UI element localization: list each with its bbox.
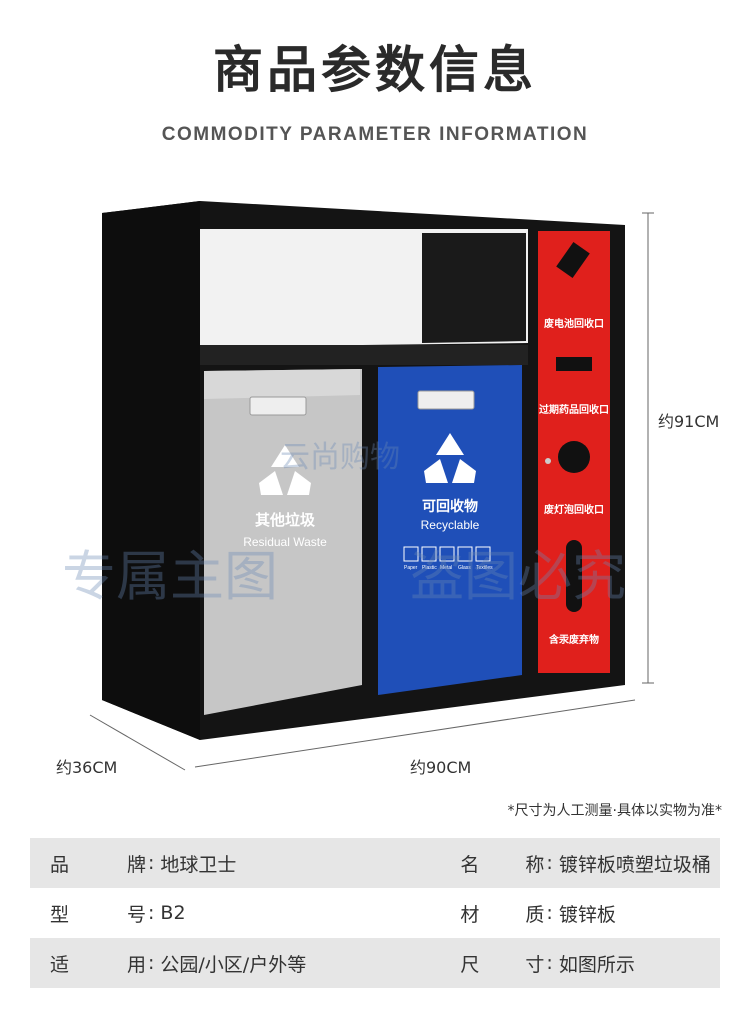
page-title: 商品参数信息 (213, 41, 537, 99)
spec-row: 适 用 : 公园/小区/户外等 尺 寸 : 如图所示 (30, 938, 720, 988)
spec-row: 型 号 : B2 材 质 : 镀锌板 (30, 888, 720, 938)
spec-key: 牌 (126, 853, 146, 876)
spec-value: 地球卫士 (160, 853, 237, 876)
spec-value: 镀锌板喷塑垃圾桶 (558, 853, 711, 876)
recyclable-door (378, 365, 522, 695)
width-dimension: 约90CM (410, 758, 472, 777)
watermark-right: 盗图必究 (410, 545, 626, 608)
spec-key: 品 (50, 853, 70, 876)
spec-table: 品 牌 : 地球卫士 名 称 : 镀锌板喷塑垃圾桶 型 号 : B2 材 质 :… (30, 838, 720, 988)
spec-key: 型 (50, 903, 70, 926)
hazard-label: 含汞废弃物 (549, 633, 599, 646)
residual-waste-door (204, 369, 362, 715)
hazard-label: 废灯泡回收口 (544, 503, 604, 516)
spec-key: 用 (126, 953, 146, 976)
dimension-lines (89, 212, 654, 771)
bin-label-cn-recyclable: 可回收物 (422, 498, 478, 515)
page-subtitle: COMMODITY PARAMETER INFORMATION (161, 124, 589, 145)
watermark-left: 专属主图 (62, 545, 278, 608)
spec-key: 尺 (460, 953, 480, 976)
hazardous-waste-panel (538, 231, 610, 673)
spec-key: 寸 (525, 953, 545, 976)
spec-key: 号 (126, 903, 146, 926)
measurement-note: *尺寸为人工测量·具体以实物为准* (507, 803, 722, 819)
height-dimension: 约91CM (658, 412, 720, 431)
recyclable-category-label: Metal (440, 565, 452, 571)
spec-value: 如图所示 (558, 953, 635, 976)
spec-key: 适 (50, 953, 70, 976)
recyclable-category-label: Paper (404, 565, 418, 571)
watermark-top: 云尚购物 (280, 440, 400, 475)
spec-key: 材 (460, 903, 480, 926)
recyclable-category-label: Glass (458, 565, 471, 571)
spec-key: 称 (525, 853, 545, 876)
spec-value: 镀锌板 (558, 903, 616, 926)
spec-key: 质 (525, 903, 545, 926)
recyclable-category-label: Textiles (476, 565, 493, 571)
recyclable-category-label: Plastic (422, 565, 437, 571)
hazard-label: 废电池回收口 (544, 317, 604, 330)
spec-key: 名 (460, 853, 480, 876)
bin-label-cn-residual: 其他垃圾 (255, 511, 316, 529)
spec-row: 品 牌 : 地球卫士 名 称 : 镀锌板喷塑垃圾桶 (30, 838, 720, 888)
depth-dimension: 约36CM (56, 758, 118, 777)
hazard-label: 过期药品回收口 (539, 403, 609, 416)
recyclable-category-icons (403, 546, 491, 562)
spec-value: B2 (160, 902, 186, 924)
bin-label-en-recyclable: Recyclable (421, 518, 480, 532)
bin-label-en-residual: Residual Waste (243, 535, 327, 549)
spec-value: 公园/小区/户外等 (160, 953, 307, 976)
trash-bin-illustration: 其他垃圾 Residual Waste 可回收物 Recyclable Pape… (62, 201, 654, 771)
